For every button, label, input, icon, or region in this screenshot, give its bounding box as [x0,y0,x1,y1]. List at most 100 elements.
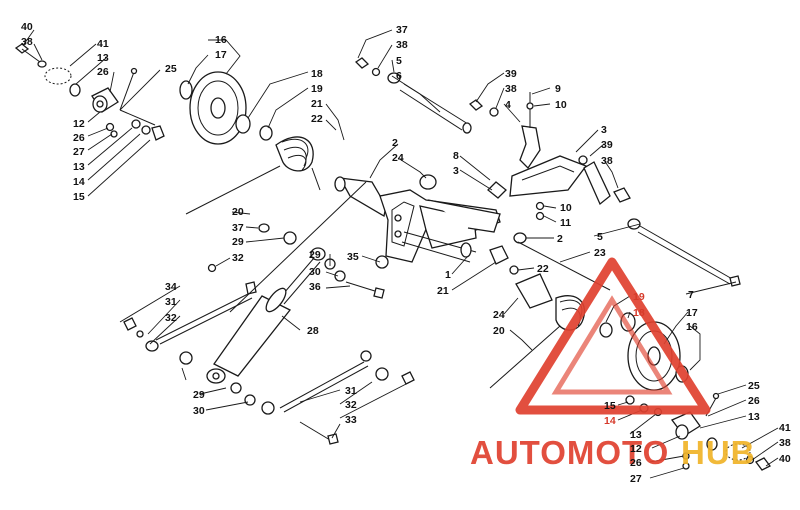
callout-35: 35 [347,251,359,263]
callout-32: 32 [232,252,244,264]
rod-7-right [627,218,741,287]
callout-36: 36 [309,281,321,293]
callout-21: 21 [311,98,323,110]
callout-27: 27 [630,473,642,485]
leader-lines [23,29,779,479]
callout-37: 37 [232,222,244,234]
callout-10: 10 [560,202,572,214]
torsion-spring-left [185,136,321,215]
callout-39: 39 [601,139,613,151]
callout-3: 3 [601,124,607,136]
callout-29: 29 [232,236,244,248]
callout-25: 25 [748,380,760,392]
callout-19: 19 [633,291,645,303]
callout-11: 11 [560,217,571,229]
callout-19: 19 [311,83,323,95]
callout-6: 6 [396,70,402,82]
callout-16: 16 [215,34,227,46]
callout-13: 13 [97,52,109,64]
callout-13: 13 [630,429,642,441]
swing-arm-frame [334,174,527,275]
idler-wheel-17-left [189,71,247,145]
callout-32: 32 [345,399,357,411]
callout-26: 26 [73,132,85,144]
right-spring-and-shaft [489,241,636,389]
callout-24: 24 [493,309,505,321]
callout-17: 17 [686,307,698,319]
callout-37: 37 [396,24,408,36]
callout-5: 5 [396,55,402,67]
callout-7: 7 [688,289,694,301]
callout-39: 39 [505,68,517,80]
callout-15: 15 [73,191,85,203]
left-idler-assembly [14,43,273,145]
callout-20: 20 [232,206,244,218]
bracket-15-left [151,125,165,141]
callout-2: 2 [557,233,563,245]
callout-16: 16 [686,321,698,333]
callout-20: 20 [493,325,505,337]
nut-27-left [110,130,118,138]
callout-29: 29 [193,389,205,401]
callout-38: 38 [21,36,33,48]
callout-4: 4 [505,99,511,111]
bearing-18-left [235,114,251,134]
bolt-25-left [119,67,138,111]
callout-15: 15 [604,400,616,412]
callout-29: 29 [309,249,321,261]
cap-41-left [44,67,72,85]
axle-12-left [91,87,119,113]
callout-25: 25 [165,63,177,75]
nut-26-left [105,122,115,132]
callout-30: 30 [193,405,205,417]
washer-13-left [131,119,141,129]
callout-labels: 40 38 41 13 26 25 16 17 18 19 21 22 12 2… [21,21,791,485]
callout-14: 14 [604,415,616,427]
callout-40: 40 [21,21,33,33]
callout-12: 12 [73,118,85,130]
callout-9: 9 [555,83,561,95]
callout-17: 17 [215,49,227,61]
callout-32: 32 [165,312,177,324]
callout-31: 31 [165,296,177,308]
callout-38: 38 [396,39,408,51]
callout-1: 1 [445,269,451,281]
callout-14: 14 [73,176,85,188]
shock-absorber-28 [206,223,389,415]
ring-19-left [259,125,273,141]
callout-33: 33 [345,414,357,426]
callout-30: 30 [309,266,321,278]
arm-4-and-bracket-3 [468,92,631,221]
callout-34: 34 [165,281,177,293]
callout-26: 26 [630,457,642,469]
washer-14-left [141,125,151,135]
spring-arm-20-right [489,325,561,389]
callout-41: 41 [779,422,791,434]
callout-40: 40 [779,453,791,465]
spring-arm-20-left [185,165,281,215]
callout-38: 38 [601,155,613,167]
callout-22: 22 [537,263,549,275]
callout-22: 22 [311,113,323,125]
watermark-text-red: AUTOMOTO [470,434,669,471]
bearing-16-left [179,80,193,100]
callout-24: 24 [392,152,404,164]
automotohub-watermark: AUTOMOTO HUB [470,257,755,471]
callout-12: 12 [630,443,642,455]
callout-3: 3 [453,165,459,177]
callout-38: 38 [779,437,791,449]
callout-28: 28 [307,325,319,337]
bolt-40-left [14,43,41,63]
callout-23: 23 [594,247,606,259]
callout-26: 26 [748,395,760,407]
callout-21: 21 [437,285,449,297]
callout-10: 10 [555,99,567,111]
callout-13: 13 [748,411,760,423]
upper-shaft-6 [354,57,472,134]
callout-8: 8 [453,150,459,162]
callout-18: 18 [311,68,323,80]
callout-31: 31 [345,385,357,397]
callout-18: 18 [633,307,645,319]
